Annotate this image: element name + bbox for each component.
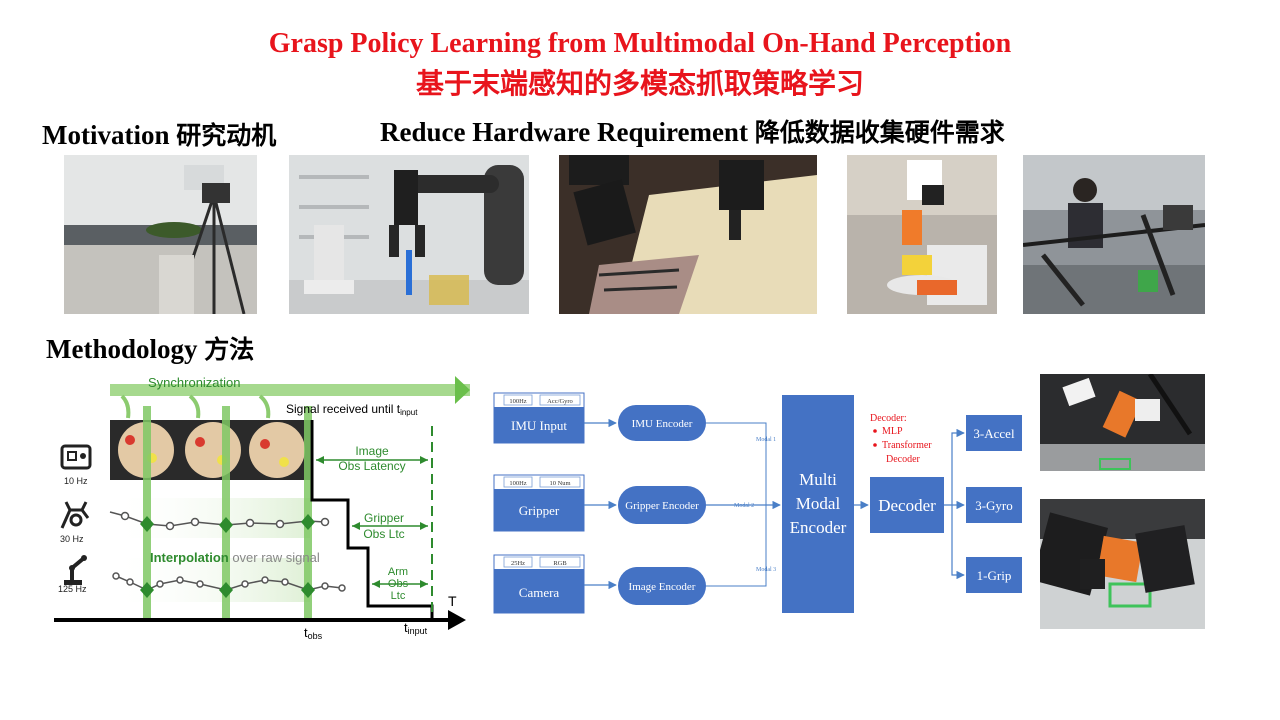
multimodal-encoder-box — [782, 395, 854, 613]
decoder-note-title: Decoder: — [870, 413, 907, 424]
title-chinese: 基于末端感知的多模态抓取策略学习 — [415, 67, 864, 100]
arm-latency-label-2: Obs — [388, 578, 409, 590]
teleop-person-photo — [1023, 155, 1205, 314]
multimodal-label-3: Encoder — [790, 518, 847, 537]
robot-arm-icon — [64, 555, 87, 585]
imu-type-tag: Acc/Gyro — [547, 398, 573, 405]
camera-type-tag: RGB — [553, 560, 567, 567]
gripper-latency-label-2: Obs Ltc — [363, 527, 404, 541]
t-obs-label: tobs — [304, 625, 323, 641]
latency-staircase — [310, 420, 434, 620]
camera-icon — [60, 444, 92, 470]
image-encoder-label: Image Encoder — [629, 581, 696, 593]
output-accel-box — [966, 415, 1022, 451]
decoder-box — [870, 477, 944, 533]
motivation-heading-en: Motivation — [42, 120, 170, 150]
image-encoder-box — [618, 567, 706, 605]
camera-frames — [110, 420, 310, 480]
motivation-heading-cn: 研究动机 — [176, 121, 277, 150]
arm-rate: 125 Hz — [58, 584, 87, 594]
output-gyro-box — [966, 487, 1022, 523]
multimodal-label-1: Multi — [799, 470, 837, 489]
methodology-heading: Methodology 方法 — [46, 330, 254, 366]
imu-encoder-box — [618, 405, 706, 441]
kitchen-tripod-photo — [64, 155, 257, 314]
imu-input-label: IMU Input — [511, 418, 567, 433]
t-axis-label: T — [448, 593, 457, 609]
modal-1-label: Modal 1 — [756, 437, 776, 443]
cloth-grasp-photo — [559, 155, 817, 314]
gripper-rate: 30 Hz — [60, 534, 84, 544]
imu-encoder-label: IMU Encoder — [632, 418, 693, 430]
camera-rate: 10 Hz — [64, 476, 88, 486]
gripper-encoder-label: Gripper Encoder — [625, 500, 699, 512]
gripper-latency-label-1: Gripper — [364, 511, 404, 525]
arm-latency-label-3: Ltc — [391, 590, 406, 602]
sink-dish-grasp-photo — [847, 155, 997, 314]
output-gyro-label: 3-Gyro — [975, 498, 1013, 513]
output-accel-label: 3-Accel — [973, 426, 1015, 441]
decoder-note-mlp: MLP — [882, 426, 903, 437]
reduce-heading-en: Reduce Hardware Requirement — [380, 117, 748, 147]
sync-arrow-head — [455, 376, 470, 404]
arm-latency-label-1: Arm — [388, 566, 408, 578]
camera-rate-tag: 25Hz — [511, 560, 525, 567]
gripper-rate-tag: 100Hz — [509, 480, 526, 487]
image-latency-label-1: Image — [355, 444, 389, 458]
gripper-icon — [60, 501, 90, 529]
image-latency-label-2: Obs Latency — [338, 459, 405, 473]
lab-robot-gripper-photo — [289, 155, 529, 314]
modal-3-label: Modal 3 — [756, 567, 776, 573]
reduce-hardware-heading: Reduce Hardware Requirement 降低数据收集硬件需求 — [380, 113, 1005, 149]
sync-label: Synchronization — [148, 375, 241, 390]
title-english: Grasp Policy Learning from Multimodal On… — [268, 28, 1012, 59]
methodology-heading-cn: 方法 — [204, 335, 255, 364]
output-grip-box — [966, 557, 1022, 593]
gripper-input-box — [494, 489, 584, 531]
reduce-heading-cn: 降低数据收集硬件需求 — [754, 118, 1005, 147]
gripper-block-photo-top — [1040, 374, 1205, 471]
gripper-block-photo-bottom — [1040, 499, 1205, 629]
gripper-type-tag: 10 Num — [549, 480, 570, 487]
imu-rate-tag: 100Hz — [509, 398, 526, 405]
sync-bar — [110, 384, 470, 396]
interpolation-label: Interpolation over raw signal — [150, 550, 320, 565]
camera-input-box — [494, 569, 584, 613]
imu-input-box — [494, 407, 584, 443]
synchronization-timing-diagram: Synchronization 10 Hz — [50, 370, 475, 645]
gripper-row-band — [110, 498, 310, 538]
multimodal-encoder-diagram: 100Hz Acc/Gyro IMU Input IMU Encoder Mod… — [490, 385, 1035, 625]
signal-received-label: Signal received until tinput — [286, 402, 418, 417]
decoder-note-transformer: Transformer — [882, 440, 932, 451]
gripper-input-label: Gripper — [519, 503, 560, 518]
gripper-encoder-box — [618, 486, 706, 524]
methodology-heading-en: Methodology — [46, 334, 198, 364]
t-input-label: tinput — [404, 620, 428, 636]
decoder-note-decoder: Decoder — [886, 454, 921, 465]
modal-2-label: Modal 2 — [734, 503, 754, 509]
decoder-label: Decoder — [878, 496, 936, 515]
multimodal-label-2: Modal — [796, 494, 841, 513]
output-grip-label: 1-Grip — [977, 568, 1012, 583]
camera-input-label: Camera — [519, 585, 560, 600]
motivation-heading: Motivation 研究动机 — [42, 116, 276, 152]
